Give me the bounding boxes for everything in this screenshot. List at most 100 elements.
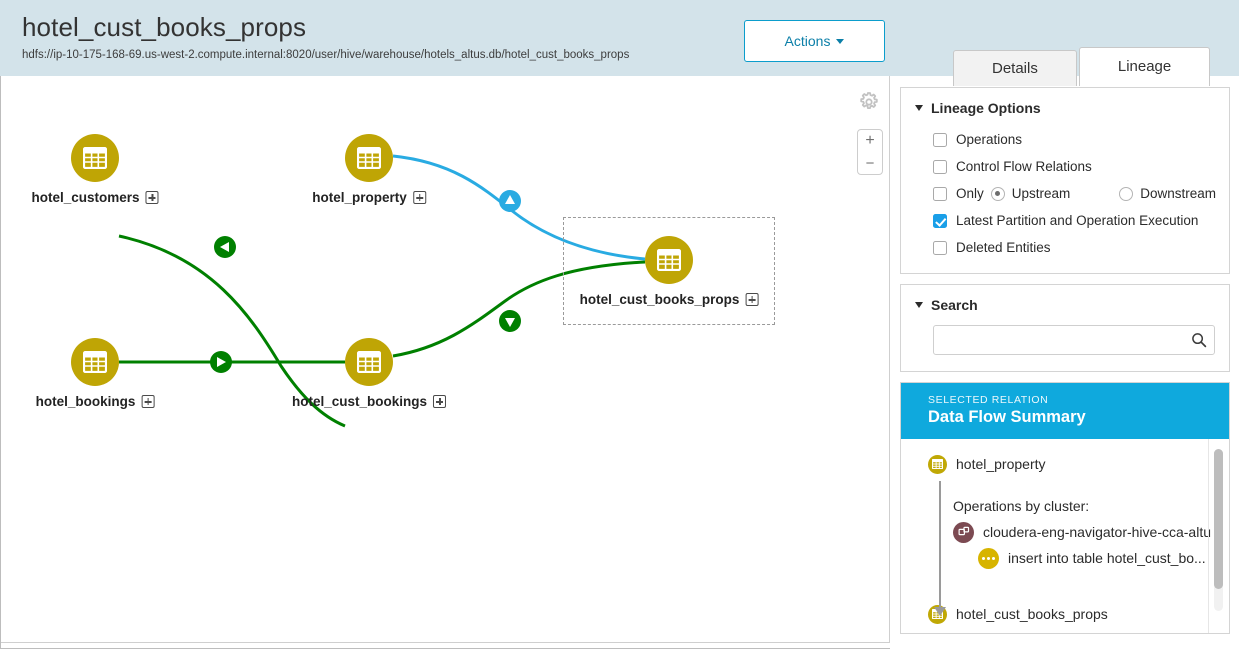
dfs-cluster-row[interactable]: cloudera-eng-navigator-hive-cca-altu <box>901 519 1229 545</box>
page-title: hotel_cust_books_props <box>22 12 307 42</box>
edge-customers-to-cust-bookings <box>118 234 346 428</box>
zoom-controls: + − <box>857 129 883 175</box>
expand-node-icon[interactable] <box>412 191 426 204</box>
lineage-canvas[interactable]: hotel_customers hotel_property <box>1 76 890 643</box>
tab-details[interactable]: Details <box>953 50 1077 86</box>
option-label: Operations <box>956 132 1023 147</box>
table-icon[interactable] <box>71 134 119 182</box>
expand-node-icon[interactable] <box>141 395 155 408</box>
dfs-cluster-label: cloudera-eng-navigator-hive-cca-altu <box>983 524 1212 540</box>
expand-node-icon[interactable] <box>745 293 759 306</box>
upstream-radio[interactable] <box>990 186 1005 201</box>
node-label: hotel_bookings <box>35 394 136 409</box>
node-label: hotel_cust_books_props <box>579 292 740 307</box>
search-header[interactable]: Search <box>901 285 1229 323</box>
table-grid-icon <box>83 351 107 373</box>
option-operations[interactable]: Operations <box>933 126 1229 153</box>
node-label: hotel_property <box>312 190 407 205</box>
search-input[interactable] <box>934 326 1214 354</box>
search-icon[interactable] <box>1191 332 1207 353</box>
header-text-block: hotel_cust_books_props hdfs://ip-10-175-… <box>22 10 629 63</box>
table-grid-icon <box>83 147 107 169</box>
search-card: Search <box>900 284 1230 372</box>
lineage-options-list: Operations Control Flow Relations Only U… <box>901 126 1229 273</box>
option-control-flow-relations[interactable]: Control Flow Relations <box>933 153 1229 180</box>
tab-bar: Details Lineage <box>953 47 1211 86</box>
search-title: Search <box>931 297 978 313</box>
edge-arrow-property <box>499 190 521 212</box>
dot <box>992 556 995 560</box>
deleted-entities-checkbox[interactable] <box>933 240 947 255</box>
data-flow-summary-body: hotel_property Operations by cluster: cl… <box>901 439 1229 633</box>
gear-icon[interactable] <box>859 92 879 117</box>
dfs-source-row[interactable]: hotel_property <box>901 451 1229 477</box>
table-grid-icon <box>357 351 381 373</box>
right-panel: Lineage Options Operations Control Flow … <box>900 87 1230 634</box>
page-subtitle-path: hdfs://ip-10-175-168-69.us-west-2.comput… <box>22 49 630 61</box>
node-label: hotel_customers <box>31 190 140 205</box>
zoom-in-button[interactable]: + <box>865 132 875 149</box>
chevron-down-icon <box>836 38 845 44</box>
control-flow-relations-checkbox[interactable] <box>933 159 947 174</box>
node-label-wrap: hotel_property <box>312 190 426 205</box>
lineage-graph <box>118 154 646 428</box>
data-flow-summary-title: Data Flow Summary <box>928 408 1086 426</box>
actions-button[interactable]: Actions <box>744 20 885 62</box>
table-grid-icon <box>657 249 681 271</box>
node-label-wrap: hotel_cust_books_props <box>580 292 759 307</box>
table-icon <box>928 454 947 474</box>
selected-relation-eyebrow: SELECTED RELATION <box>928 394 1049 406</box>
chevron-down-icon <box>915 302 923 308</box>
option-deleted-entities[interactable]: Deleted Entities <box>933 234 1229 261</box>
only-checkbox[interactable] <box>933 186 947 201</box>
only-label: Only <box>956 186 984 201</box>
edge-arrow-cust-bookings <box>499 310 521 332</box>
option-label: Control Flow Relations <box>956 159 1092 174</box>
option-only-direction[interactable]: Only Upstream Downstream <box>933 180 1229 207</box>
flow-arrow-line <box>939 481 941 613</box>
lineage-options-header[interactable]: Lineage Options <box>901 88 1229 126</box>
lineage-options-title: Lineage Options <box>931 100 1041 116</box>
dfs-source-label: hotel_property <box>956 456 1046 472</box>
dfs-operation-label: insert into table hotel_cust_bo... <box>1008 550 1206 566</box>
table-icon[interactable] <box>71 338 119 386</box>
actions-button-label: Actions <box>784 33 831 49</box>
option-latest-partition[interactable]: Latest Partition and Operation Execution <box>933 207 1229 234</box>
data-flow-summary-header: SELECTED RELATION Data Flow Summary <box>901 383 1229 439</box>
option-label: Latest Partition and Operation Execution <box>956 213 1199 228</box>
latest-partition-checkbox[interactable] <box>933 213 947 228</box>
tab-lineage[interactable]: Lineage <box>1078 47 1211 86</box>
dot <box>982 556 985 560</box>
dfs-operations-label: Operations by cluster: <box>953 498 1090 514</box>
dfs-target-label: hotel_cust_books_props <box>956 606 1108 622</box>
selected-node-highlight <box>563 217 775 325</box>
edge-cust-bookings-to-target <box>392 260 646 358</box>
expand-node-icon[interactable] <box>145 191 159 204</box>
dfs-scrollbar-thumb[interactable] <box>1214 449 1223 589</box>
expand-node-icon[interactable] <box>433 395 447 408</box>
table-icon[interactable] <box>345 134 393 182</box>
dfs-target-row[interactable]: hotel_cust_books_props <box>901 601 1229 627</box>
cluster-icon <box>953 521 974 543</box>
scroll-track-divider <box>1208 439 1209 633</box>
edge-arrow-bookings <box>210 351 232 373</box>
dfs-operations-label-row: Operations by cluster: <box>901 493 1229 519</box>
table-icon[interactable] <box>345 338 393 386</box>
node-label-wrap: hotel_cust_bookings <box>291 394 447 409</box>
node-label: hotel_cust_bookings <box>291 394 428 409</box>
operations-checkbox[interactable] <box>933 132 947 147</box>
table-icon[interactable] <box>645 236 693 284</box>
edge-arrow-customers <box>214 236 236 258</box>
dfs-operation-row[interactable]: insert into table hotel_cust_bo... <box>901 545 1229 571</box>
node-label-wrap: hotel_bookings <box>36 394 155 409</box>
node-label-wrap: hotel_customers <box>31 190 159 205</box>
upstream-label: Upstream <box>1011 186 1071 201</box>
search-input-box[interactable] <box>933 325 1215 355</box>
zoom-out-button[interactable]: − <box>865 154 875 172</box>
downstream-radio[interactable] <box>1119 186 1134 201</box>
operation-icon <box>978 547 999 569</box>
dfs-scrollbar[interactable] <box>1214 449 1223 611</box>
flow-arrow-head-icon <box>934 607 946 616</box>
lineage-options-card: Lineage Options Operations Control Flow … <box>900 87 1230 274</box>
